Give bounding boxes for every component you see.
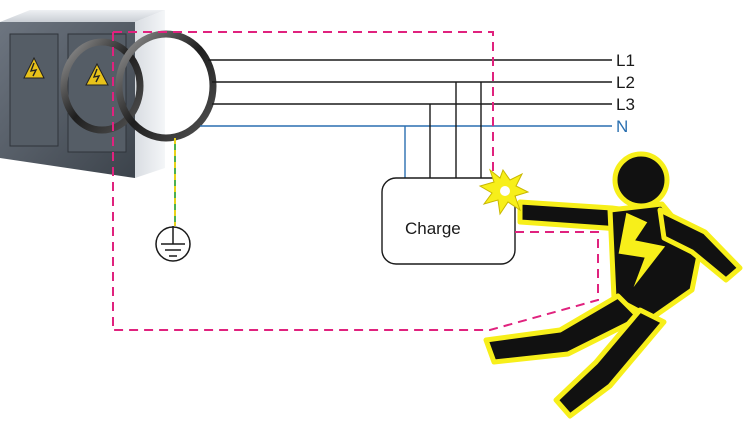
line-l1-label: L1: [616, 51, 635, 70]
fault-current-path: [112, 31, 599, 331]
supply-lines: [200, 59, 612, 127]
transformer-cabinet-icon: [0, 10, 217, 178]
electric-shock-person-icon: [483, 151, 743, 419]
load-box: Charge: [381, 177, 516, 265]
load-feeders: [404, 82, 482, 178]
line-l2-label: L2: [616, 73, 635, 92]
line-n-label: N: [616, 117, 628, 136]
high-voltage-warning-icon: [23, 56, 109, 86]
earth-ground-icon: [155, 226, 191, 262]
line-l3-label: L3: [616, 95, 635, 114]
spark-burst-icon: [478, 168, 530, 216]
load-label: Charge: [405, 219, 461, 238]
transformer-coils-icon: [60, 30, 217, 142]
